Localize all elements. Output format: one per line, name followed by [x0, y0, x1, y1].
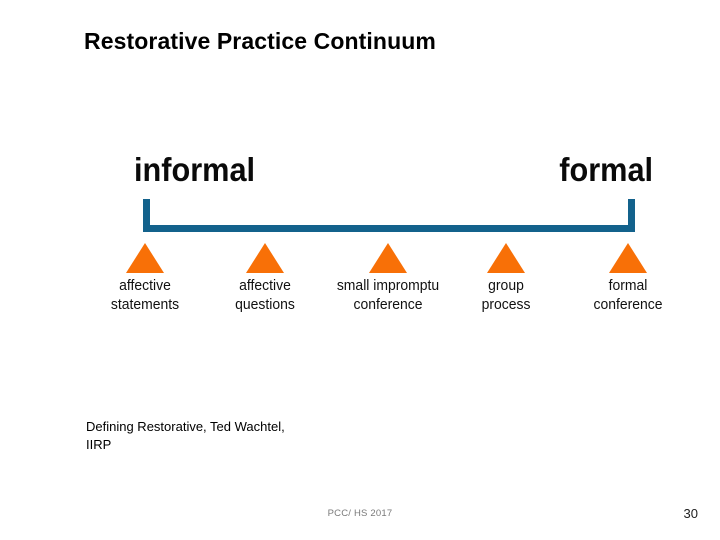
marker-label-line1: formal	[608, 277, 648, 294]
marker-label: affective statements	[75, 277, 215, 314]
continuum-marker-small-impromptu-conference: small impromptu conference	[313, 243, 463, 314]
marker-label: group process	[436, 277, 576, 314]
marker-label-line1: small impromptu	[336, 277, 440, 294]
marker-label: formal conference	[558, 277, 698, 314]
marker-label-line1: affective	[119, 277, 171, 294]
marker-label-line1: group	[488, 277, 524, 294]
marker-label: affective questions	[195, 277, 335, 314]
triangle-marker-icon	[487, 243, 525, 273]
triangle-marker-icon	[246, 243, 284, 273]
marker-label: small impromptu conference	[318, 277, 458, 314]
bracket-bar	[143, 225, 635, 232]
continuum-marker-affective-questions: affective questions	[190, 243, 340, 314]
continuum-marker-formal-conference: formal conference	[553, 243, 703, 314]
triangle-marker-icon	[126, 243, 164, 273]
page-number: 30	[683, 506, 698, 521]
citation-line-2: IIRP	[86, 437, 112, 453]
marker-label-line2: process	[481, 295, 531, 313]
page-title: Restorative Practice Continuum	[84, 28, 436, 54]
triangle-marker-icon	[609, 243, 647, 273]
marker-label-line2: questions	[235, 295, 295, 313]
continuum-marker-affective-statements: affective statements	[70, 243, 220, 314]
bracket-left-arm	[143, 199, 150, 232]
continuum-bracket	[143, 199, 635, 232]
source-citation: Defining Restorative, Ted Wachtel, IIRP	[86, 418, 416, 455]
citation-line-1: Defining Restorative, Ted Wachtel,	[86, 419, 285, 434]
marker-label-line2: conference	[353, 295, 423, 313]
marker-label-line2: conference	[593, 295, 663, 313]
marker-label-line2: statements	[110, 295, 180, 313]
marker-label-line1: affective	[239, 277, 291, 294]
continuum-markers: affective statements affective questions…	[0, 243, 720, 338]
continuum-pole-label-informal: informal	[134, 151, 256, 188]
footer-note: PCC/ HS 2017	[327, 508, 393, 519]
triangle-marker-icon	[369, 243, 407, 273]
bracket-right-arm	[628, 199, 635, 232]
continuum-pole-label-formal: formal	[559, 151, 654, 188]
restorative-practice-continuum-diagram: informal formal affective statements aff…	[0, 151, 720, 338]
continuum-marker-group-process: group process	[431, 243, 581, 314]
